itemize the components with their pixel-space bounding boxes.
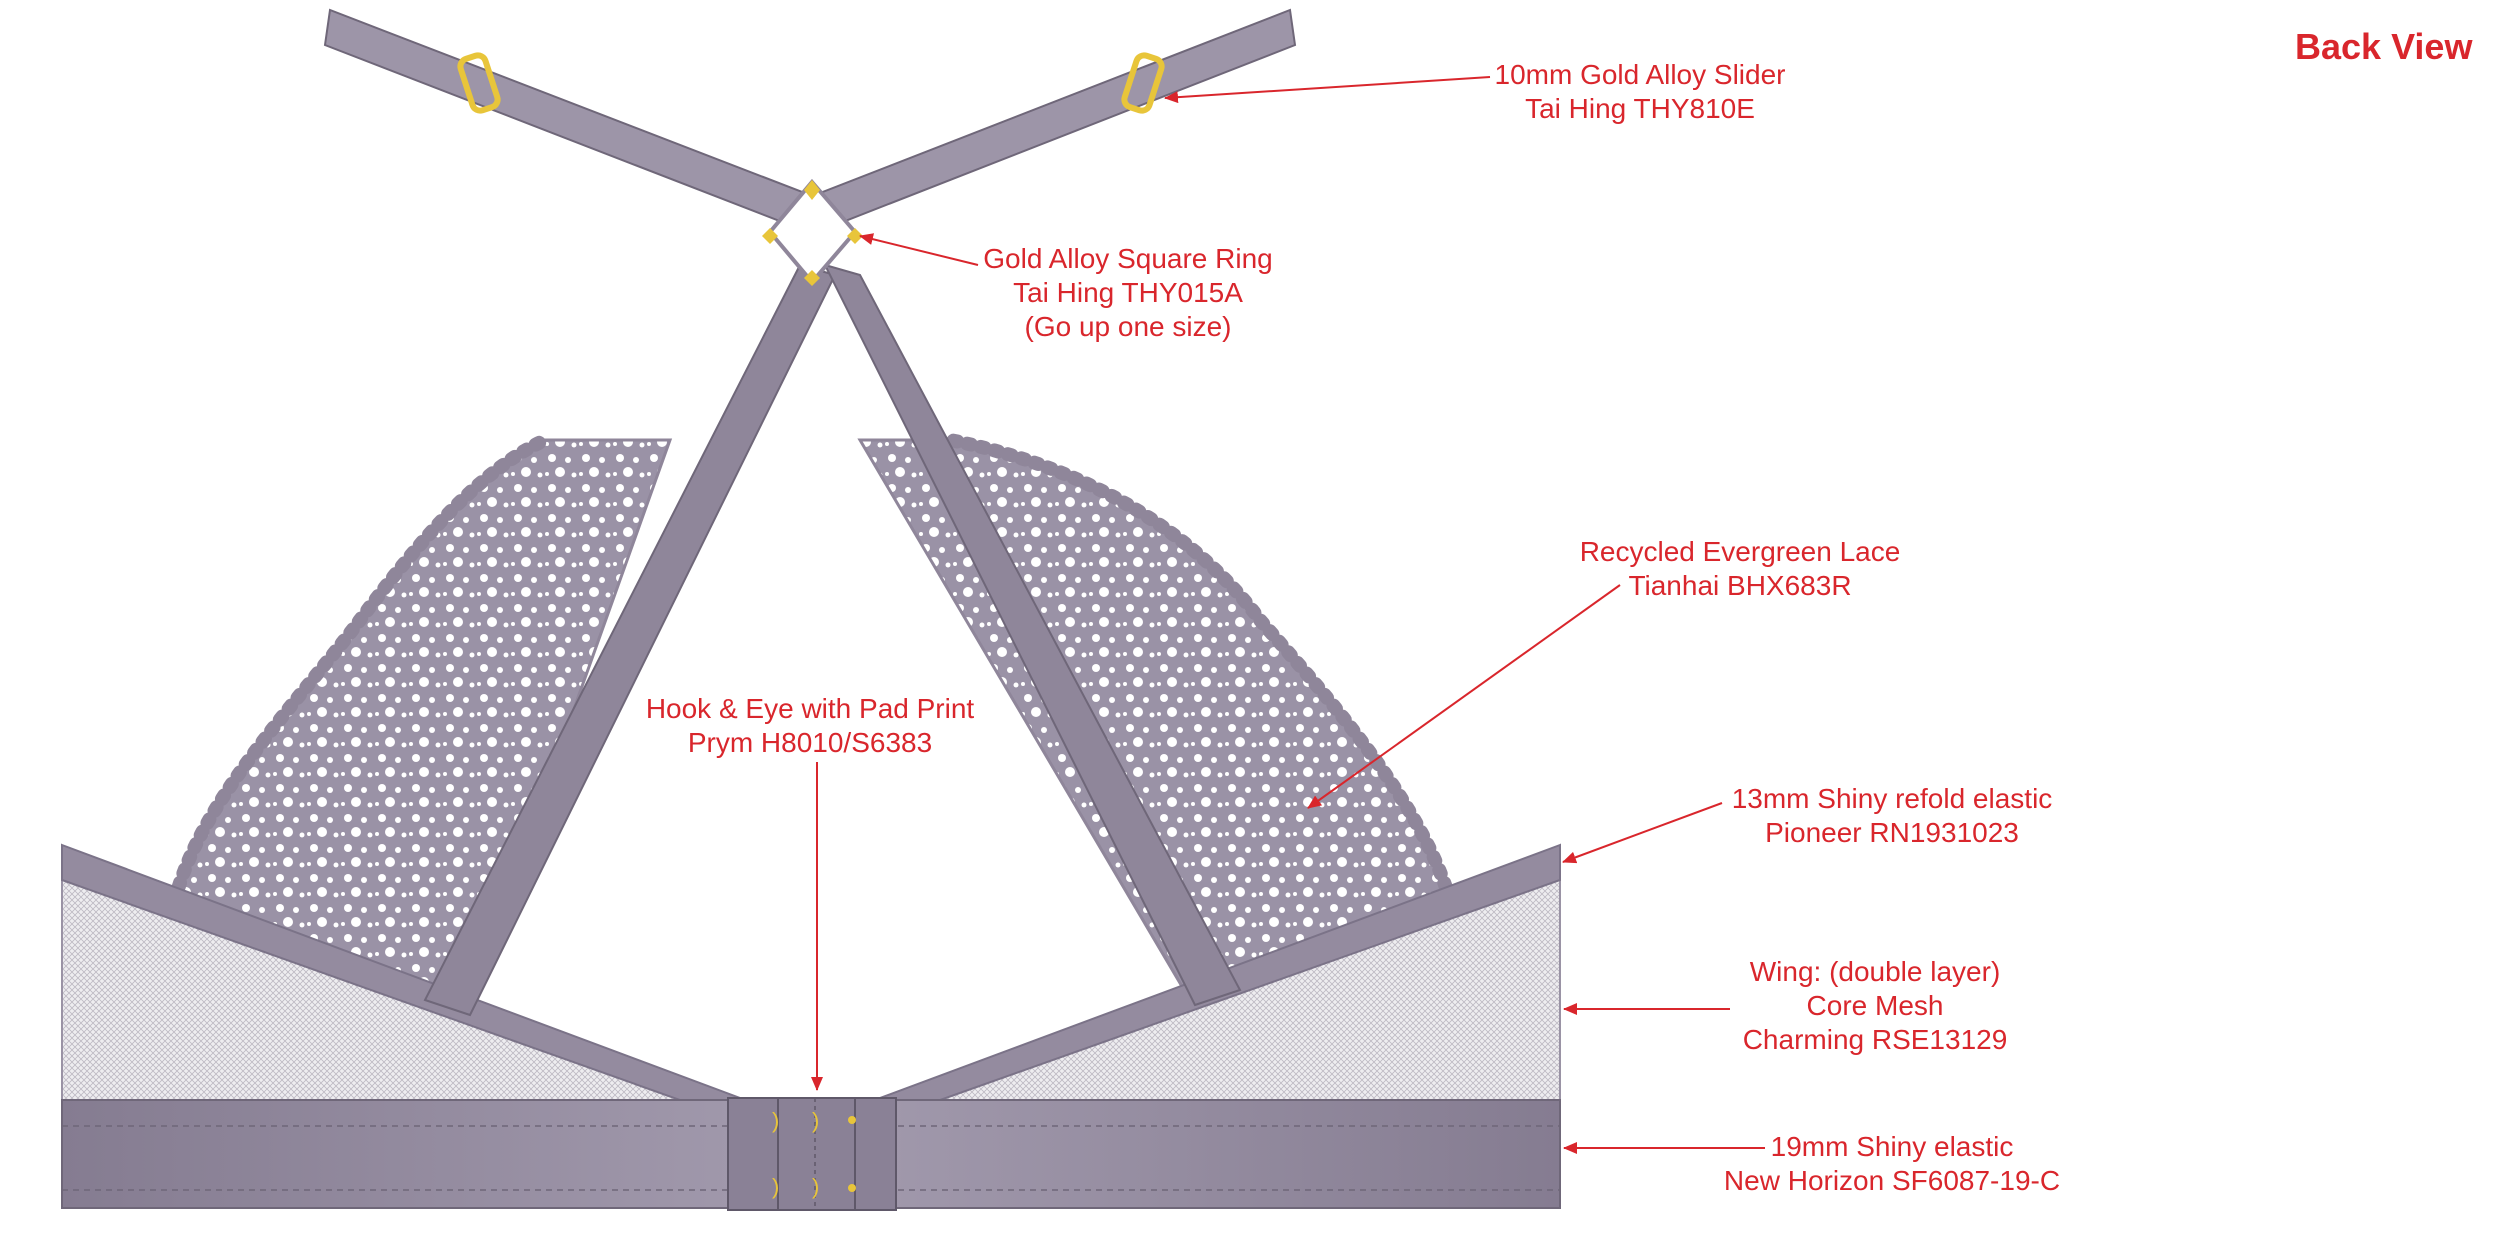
callout-line: Recycled Evergreen Lace <box>1579 536 1901 567</box>
callout-arrow-lace <box>1307 584 1621 809</box>
callout-line: Tai Hing THY015A <box>1013 277 1243 308</box>
view-title: Back View <box>2295 26 2473 67</box>
hook-and-eye-closure: ) ) ) ) <box>727 1097 897 1211</box>
hook-icon: ) <box>772 1174 779 1199</box>
strap-lower-right <box>823 263 1242 1007</box>
callout-line: 13mm Shiny refold elastic <box>1731 783 2053 814</box>
hook-icon: ) <box>772 1108 779 1133</box>
callout-ring: Gold Alloy Square Ring Tai Hing THY015A … <box>983 242 1273 344</box>
callout-line: Hook & Eye with Pad Print <box>645 693 975 724</box>
callout-lace: Recycled Evergreen Lace Tianhai BHX683R <box>1580 535 1901 603</box>
callout-band: 19mm Shiny elastic New Horizon SF6087-19… <box>1724 1130 2060 1198</box>
callout-line: 10mm Gold Alloy Slider <box>1494 59 1786 90</box>
callout-slider: 10mm Gold Alloy Slider Tai Hing THY810E <box>1494 58 1785 126</box>
callout-wing: Wing: (double layer) Core Mesh Charming … <box>1743 955 2008 1057</box>
slider-right-icon <box>1121 52 1165 114</box>
callout-line: Charming RSE13129 <box>1742 1024 2008 1055</box>
callout-line: Tianhai BHX683R <box>1628 570 1852 601</box>
eye-icon <box>848 1184 856 1192</box>
hook-icon: ) <box>812 1174 819 1199</box>
eye-icon <box>848 1116 856 1124</box>
callout-line: Wing: (double layer) <box>1749 956 2001 987</box>
callout-hook: Hook & Eye with Pad Print Prym H8010/S63… <box>646 692 974 760</box>
slider-left-icon <box>457 52 501 114</box>
callout-refold: 13mm Shiny refold elastic Pioneer RN1931… <box>1732 782 2053 850</box>
callout-arrow-slider <box>1164 76 1491 104</box>
strap-upper-right <box>813 8 1297 227</box>
strap-upper-left <box>323 8 812 227</box>
callout-line: Prym H8010/S6383 <box>687 727 933 758</box>
hook-icon: ) <box>812 1108 819 1133</box>
lace-panel-left <box>168 433 673 1002</box>
callout-arrow-refold <box>1562 802 1723 864</box>
callout-arrow-ring <box>859 233 979 266</box>
callout-line: Pioneer RN1931023 <box>1765 817 2019 848</box>
callout-line: New Horizon SF6087-19-C <box>1723 1165 2061 1196</box>
callout-line: (Go up one size) <box>1024 311 1232 342</box>
square-ring-icon <box>762 178 863 286</box>
callout-line: 19mm Shiny elastic <box>1770 1131 2014 1162</box>
callout-line: Gold Alloy Square Ring <box>983 243 1273 274</box>
callout-line: Core Mesh <box>1806 990 1944 1021</box>
callout-line: Tai Hing THY810E <box>1525 93 1755 124</box>
